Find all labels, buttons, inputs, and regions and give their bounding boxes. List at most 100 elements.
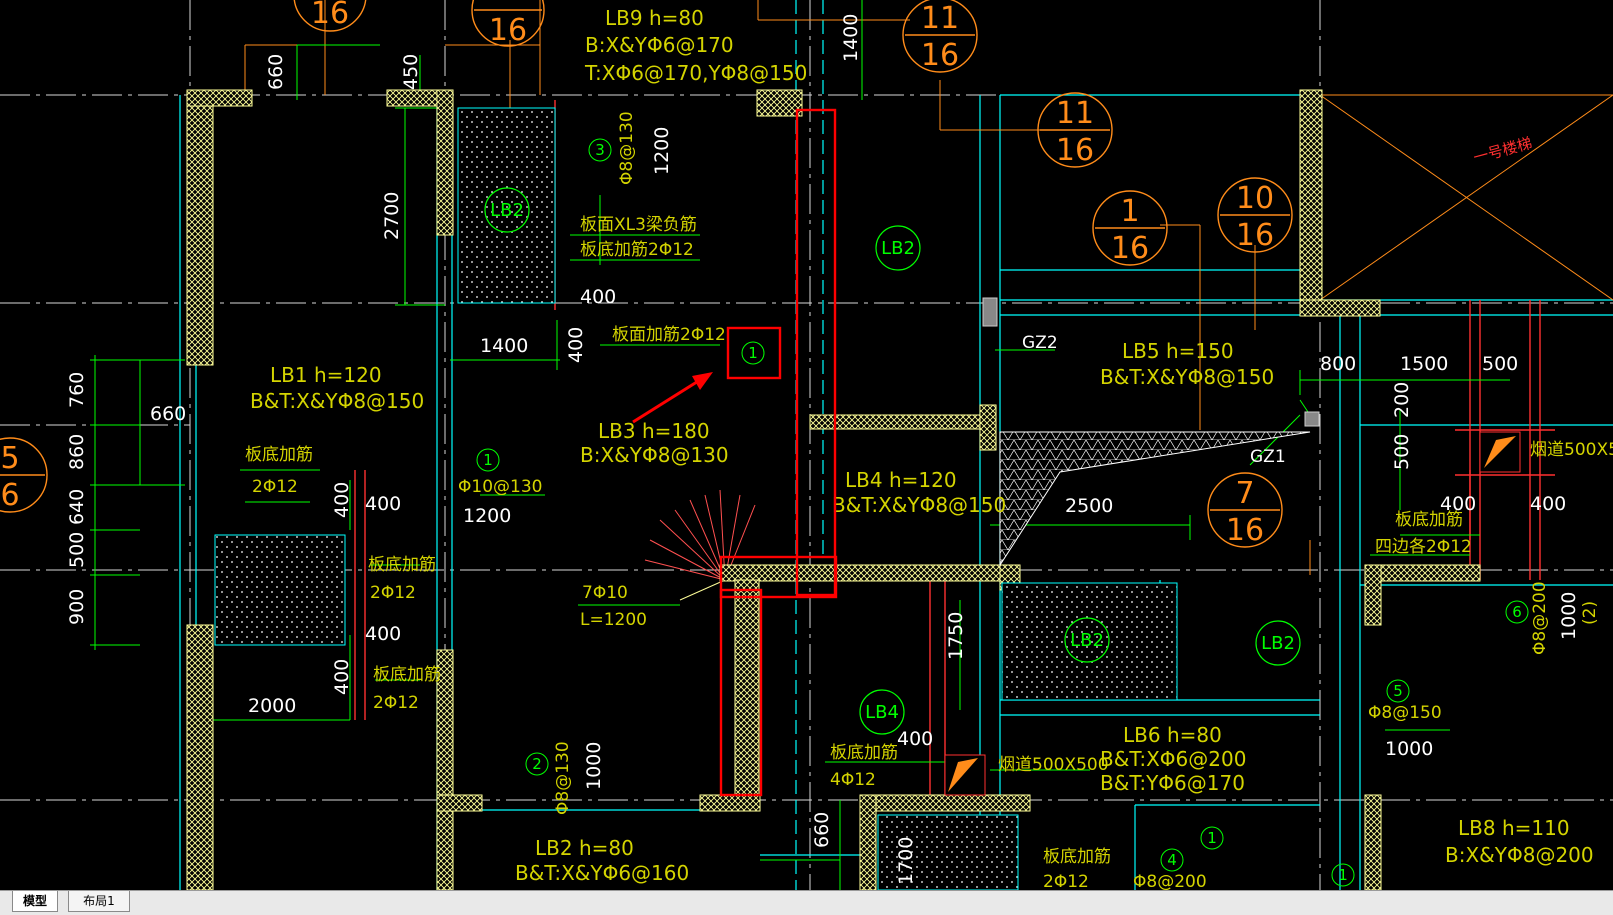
dim-2000: 2000 xyxy=(248,695,296,717)
axis-bubble-3-num: 11 xyxy=(921,1,959,36)
dim-400-f: 400 xyxy=(1440,493,1476,515)
dim-400-h: 400 xyxy=(897,728,933,750)
stair-diagonals xyxy=(1300,94,1613,301)
flue-shafts xyxy=(944,431,1521,796)
dimension-lines xyxy=(90,0,1510,890)
axis-bubble-1-den: 16 xyxy=(311,0,349,31)
orange-leaders xyxy=(244,0,1311,575)
dim-800: 800 xyxy=(1320,353,1356,375)
note-4phi12: 4Φ12 xyxy=(830,770,876,790)
dim-400-b: 400 xyxy=(331,482,353,518)
dim-200: 200 xyxy=(1391,382,1413,418)
highlight-box-marker[interactable] xyxy=(726,326,782,380)
note-bottom-add-e: 板底加筋 xyxy=(1043,847,1111,867)
slab-lb1-name: LB1 h=120 xyxy=(270,363,382,387)
marker-1-b: 1 xyxy=(1207,829,1217,847)
slab-tag-lb2-a: LB2 xyxy=(490,200,524,221)
dim-1700: 1700 xyxy=(895,837,917,885)
dim-660-top: 660 xyxy=(265,54,287,90)
marker-3: 3 xyxy=(595,141,605,159)
stair-label: 一号楼梯 xyxy=(1471,134,1534,167)
dim-400-c: 400 xyxy=(365,493,401,515)
note-bottom-add-a: 板底加筋 xyxy=(245,445,313,465)
fan-leader xyxy=(679,579,726,601)
note-2phi12-e: 2Φ12 xyxy=(1043,872,1089,890)
note-phi8-130-v2: Φ8@130 xyxy=(553,741,573,815)
dim-400-e: 400 xyxy=(331,659,353,695)
grid-lines xyxy=(0,0,1613,890)
marker-1-highlight: 1 xyxy=(748,344,758,362)
dim-400-a: 400 xyxy=(580,286,616,308)
slab-lb9-line2: B:X&YΦ6@170 xyxy=(585,33,734,57)
marker-4: 4 xyxy=(1167,851,1177,869)
slab-lb8-line2: B:X&YΦ8@200 xyxy=(1445,843,1594,867)
marker-5: 5 xyxy=(1393,682,1403,700)
axis-bubble-7-den: 16 xyxy=(1226,513,1264,548)
slab-tag-lb2-d: LB2 xyxy=(1261,633,1295,654)
slab-lb1-line2: B&T:X&YΦ8@150 xyxy=(250,389,424,413)
note-paren2: (2) xyxy=(1580,601,1600,625)
dim-860: 860 xyxy=(66,434,88,470)
dim-1000-h: 1000 xyxy=(1385,738,1433,760)
note-bottom-add-f: 板底加筋 xyxy=(1395,510,1463,530)
slab-lb3-line2: B:X&YΦ8@130 xyxy=(580,443,729,467)
note-four-sides: 四边各2Φ12 xyxy=(1375,537,1472,557)
dim-1400-v: 1400 xyxy=(840,14,862,62)
note-bottom-add-b: 板底加筋 xyxy=(368,555,436,575)
slab-lb5-line2: B&T:X&YΦ8@150 xyxy=(1100,365,1274,389)
note-2phi12-a: 2Φ12 xyxy=(252,477,298,497)
dim-660-bottom: 660 xyxy=(811,812,833,848)
marker-1-c: 1 xyxy=(1338,866,1348,884)
slab-tag-lb4: LB4 xyxy=(865,702,899,723)
dim-1000-v1: 1000 xyxy=(583,742,605,790)
dim-1200-v1: 1200 xyxy=(651,127,673,175)
dim-1400-h: 1400 xyxy=(480,335,528,357)
note-phi8-150: Φ8@150 xyxy=(1368,703,1442,723)
slab-tags xyxy=(484,187,1301,735)
slab-lb3-name: LB3 h=180 xyxy=(598,419,710,443)
slab-lb4-line2: B&T:X&YΦ8@150 xyxy=(832,493,1006,517)
tab-layout-1[interactable]: 布局1 xyxy=(68,891,130,912)
marker-2: 2 xyxy=(532,755,542,773)
highlight-box-corner[interactable] xyxy=(719,555,838,599)
note-2phi12-b: 2Φ12 xyxy=(370,583,416,603)
slab-lb2-line2: B&T:X&YΦ6@160 xyxy=(515,861,689,885)
dim-900: 900 xyxy=(66,589,88,625)
rebar-markers xyxy=(476,138,1529,887)
axis-bubble-5-num: 1 xyxy=(1120,194,1139,229)
slab-lb8-name: LB8 h=110 xyxy=(1458,816,1570,840)
slab-lb6-line2: B&T:XΦ6@200 xyxy=(1100,747,1246,771)
axis-bubble-6-num: 10 xyxy=(1236,181,1274,216)
note-bottom-2phi12-top: 板底加筋2Φ12 xyxy=(580,240,694,260)
dim-2500: 2500 xyxy=(1065,495,1113,517)
note-phi10-130: Φ10@130 xyxy=(458,477,542,497)
slab-tag-lb2-b: LB2 xyxy=(881,238,915,259)
axis-bubble-2-den: 16 xyxy=(489,13,527,48)
note-phi8-200-v: Φ8@200 xyxy=(1530,581,1550,655)
axis-bubble-6-den: 16 xyxy=(1236,218,1274,253)
tab-model[interactable]: 模型 xyxy=(12,891,58,912)
note-flue-cut: 烟道500X5 xyxy=(1530,440,1613,460)
slab-lb5-name: LB5 h=150 xyxy=(1122,339,1234,363)
dim-500-right: 500 xyxy=(1482,353,1518,375)
slab-lb4-name: LB4 h=120 xyxy=(845,468,957,492)
highlight-box-wall[interactable] xyxy=(719,588,763,797)
slab-lb2-name: LB2 h=80 xyxy=(535,836,634,860)
cad-drawing[interactable]: 16 16 11 16 11 16 1 16 10 16 7 16 5 6 LB… xyxy=(0,0,1613,890)
highlight-box-tall[interactable] xyxy=(795,108,837,597)
note-l1200: L=1200 xyxy=(580,610,647,630)
note-flue: 烟道500X500 xyxy=(998,755,1109,775)
highlight-arrow xyxy=(632,372,713,424)
note-xl3: 板面XL3梁负筋 xyxy=(580,215,697,235)
dim-400-v: 400 xyxy=(565,327,587,363)
axis-bubble-4-den: 16 xyxy=(1056,133,1094,168)
dim-400-d: 400 xyxy=(365,623,401,645)
axis-bubble-8-num: 5 xyxy=(0,441,19,476)
dim-500-left: 500 xyxy=(66,532,88,568)
dotted-zones xyxy=(214,107,1178,890)
dim-1200-h: 1200 xyxy=(463,505,511,527)
note-7phi10: 7Φ10 xyxy=(582,583,628,603)
dim-500-v: 500 xyxy=(1391,434,1413,470)
cad-model-viewport[interactable]: 16 16 11 16 11 16 1 16 10 16 7 16 5 6 LB… xyxy=(0,0,1613,890)
dim-640: 640 xyxy=(66,489,88,525)
